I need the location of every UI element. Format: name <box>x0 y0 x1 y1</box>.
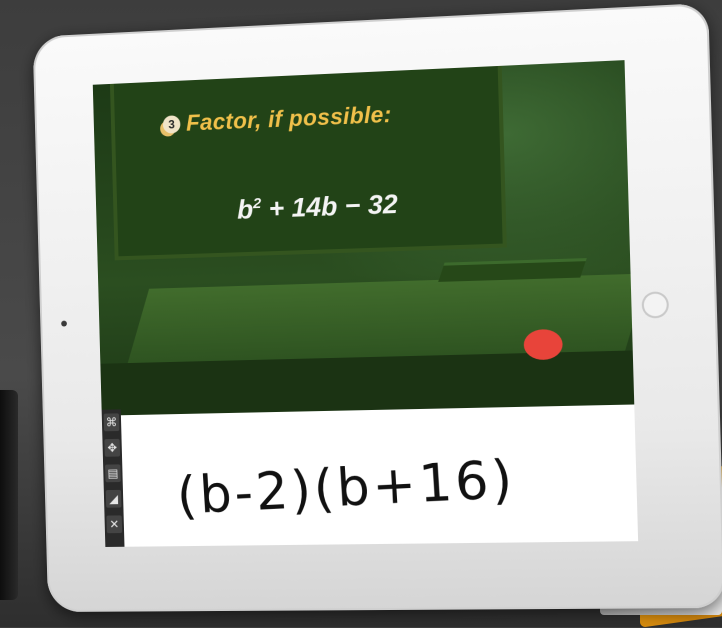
chalkboard <box>109 65 507 261</box>
expression-base: b <box>236 194 254 225</box>
tablet-screen: 3 Factor, if possible: b2 + 14b − 32 ⌘ ✥… <box>92 60 639 547</box>
expression-rest: + 14b − 32 <box>260 188 399 224</box>
step-number-icon: 3 <box>162 114 181 134</box>
whiteboard-area[interactable]: (b-2)(b+16) <box>120 404 639 547</box>
handwritten-answer: (b-2)(b+16) <box>175 449 517 527</box>
move-icon[interactable]: ✥ <box>104 438 121 457</box>
tablet-device: 3 Factor, if possible: b2 + 14b − 32 ⌘ ✥… <box>32 2 722 613</box>
lesson-slide: 3 Factor, if possible: b2 + 14b − 32 <box>92 60 635 416</box>
math-expression: b2 + 14b − 32 <box>237 189 399 226</box>
camera-icon <box>61 320 67 327</box>
page-icon[interactable]: ▤ <box>105 464 121 483</box>
close-icon[interactable]: ✕ <box>106 515 123 534</box>
second-device-edge <box>0 390 18 600</box>
expand-icon[interactable]: ⌘ <box>103 413 120 432</box>
eraser-icon[interactable]: ◢ <box>105 489 122 508</box>
home-button[interactable] <box>641 291 670 319</box>
